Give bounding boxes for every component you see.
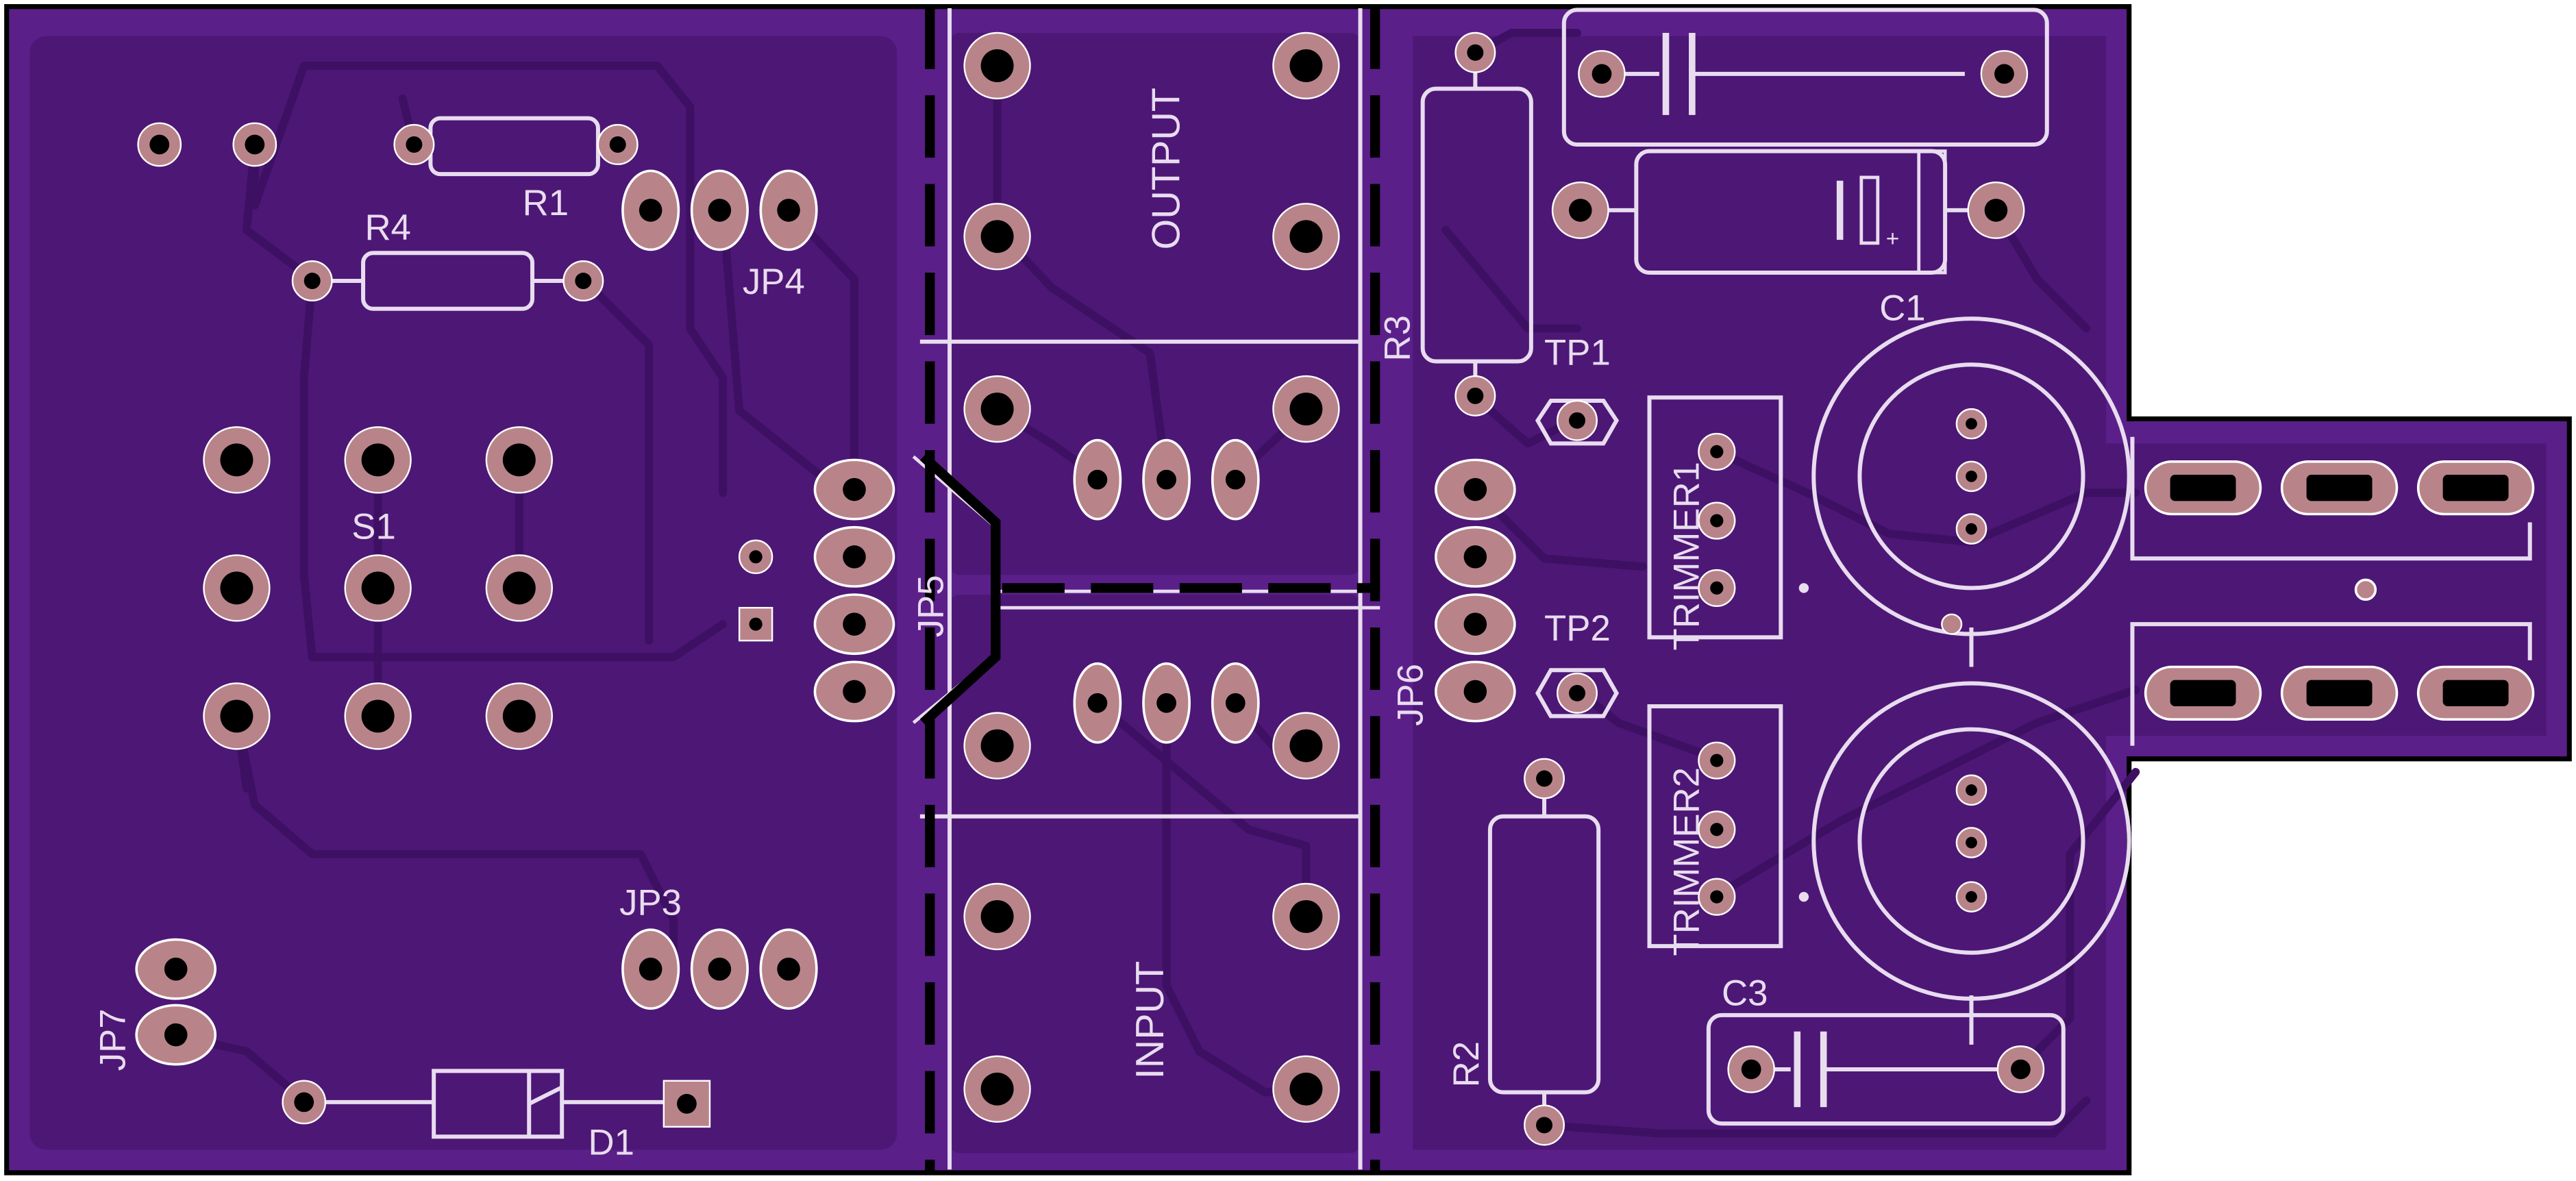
label-plus: + xyxy=(1886,227,1900,252)
label-output: OUTPUT xyxy=(1145,88,1189,250)
label-s1: S1 xyxy=(351,506,396,547)
label-jp3: JP3 xyxy=(619,883,682,923)
label-trimmer2: TRIMMER2 xyxy=(1666,767,1707,956)
silk-dots xyxy=(1798,583,1809,902)
label-jp4: JP4 xyxy=(743,262,805,302)
label-r1: R1 xyxy=(523,183,569,223)
label-c1: C1 xyxy=(1879,288,1925,329)
label-r2: R2 xyxy=(1446,1041,1487,1087)
label-jp5: JP5 xyxy=(911,575,951,637)
label-r3: R3 xyxy=(1377,315,1417,361)
label-c3: C3 xyxy=(1722,973,1768,1013)
label-input: INPUT xyxy=(1128,961,1172,1080)
label-trimmer1: TRIMMER1 xyxy=(1666,462,1707,650)
label-tp1: TP1 xyxy=(1544,332,1611,373)
label-jp7: JP7 xyxy=(92,1008,133,1071)
label-tp2: TP2 xyxy=(1544,608,1611,649)
label-jp6: JP6 xyxy=(1391,664,1431,726)
cut-lines xyxy=(919,6,1380,1173)
drill-holes xyxy=(149,44,2509,1134)
label-r4: R4 xyxy=(364,208,410,248)
label-d1: D1 xyxy=(589,1123,634,1163)
